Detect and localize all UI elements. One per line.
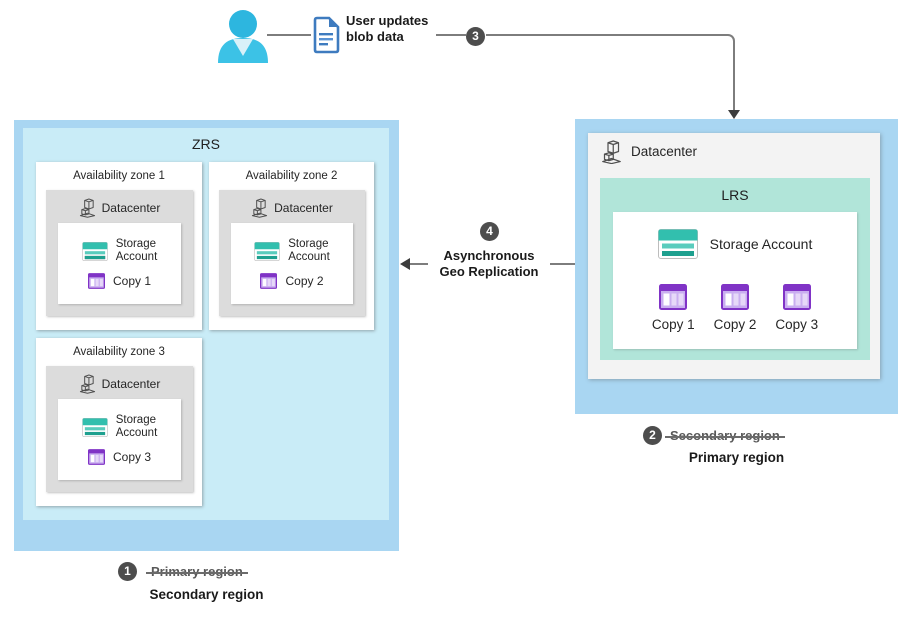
zone-2-storage-label: Storage Account bbox=[288, 238, 330, 263]
lrs-copy-2-label: Copy 2 bbox=[713, 317, 757, 332]
storage-account-icon bbox=[82, 417, 108, 437]
copy-icon bbox=[782, 284, 811, 310]
geo-arrow-right-segment bbox=[550, 263, 575, 265]
copy-icon bbox=[659, 284, 688, 310]
step-4-badge: 4 bbox=[480, 222, 499, 241]
availability-zone-1-card: Availability zone 1 Datacenter bbox=[36, 162, 202, 330]
primary-old-region-label: Secondary region bbox=[665, 428, 785, 443]
lrs-copy-3: Copy 3 bbox=[775, 284, 818, 332]
secondary-old-region-label: Primary region bbox=[146, 564, 248, 579]
zone-1-copy-label: Copy 1 bbox=[112, 274, 152, 288]
zone-3-datacenter-box: Datacenter Storage Account bbox=[46, 366, 193, 492]
zone-3-title: Availability zone 3 bbox=[73, 346, 165, 358]
availability-zone-3-card: Availability zone 3 Datacenter bbox=[36, 338, 202, 506]
lrs-copy-1-label: Copy 1 bbox=[651, 317, 695, 332]
step-2-badge: 2 bbox=[643, 426, 662, 445]
availability-zone-2-card: Availability zone 2 Datacenter bbox=[209, 162, 374, 330]
lrs-storage-label: Storage Account bbox=[709, 236, 813, 252]
storage-account-icon bbox=[254, 241, 280, 261]
zone-1-datacenter-box: Datacenter Storage Account bbox=[46, 190, 193, 316]
lrs-inner-panel: Storage Account Copy 1 bbox=[613, 212, 857, 349]
geo-arrow-left-segment bbox=[410, 263, 428, 265]
zone-2-inner-panel: Storage Account Copy 2 bbox=[231, 223, 353, 304]
arrowhead-left-icon bbox=[400, 258, 410, 270]
geo-replication-label: Asynchronous Geo Replication bbox=[439, 248, 539, 279]
datacenter-icon bbox=[252, 198, 268, 218]
connector-user-doc bbox=[267, 34, 311, 36]
connector-step3-to-primary bbox=[486, 34, 735, 112]
zone-3-copy-label: Copy 3 bbox=[112, 450, 152, 464]
datacenter-icon bbox=[602, 140, 621, 164]
zone-1-storage-label: Storage Account bbox=[115, 238, 158, 263]
zone-1-datacenter-label: Datacenter bbox=[101, 200, 161, 215]
connector-label-step3 bbox=[436, 34, 466, 36]
zone-3-storage-label: Storage Account bbox=[115, 414, 158, 439]
zone-2-datacenter-box: Datacenter Storage Account bbox=[219, 190, 365, 316]
zone-2-copy-label: Copy 2 bbox=[285, 274, 324, 288]
datacenter-icon bbox=[79, 374, 95, 394]
storage-account-icon bbox=[82, 241, 108, 261]
zone-1-inner-panel: Storage Account Copy 1 bbox=[58, 223, 181, 304]
primary-datacenter-label: Datacenter bbox=[631, 144, 698, 159]
document-icon bbox=[313, 16, 340, 54]
step-3-badge: 3 bbox=[466, 27, 485, 46]
zone-3-inner-panel: Storage Account Copy 3 bbox=[58, 399, 181, 480]
zone-3-datacenter-label: Datacenter bbox=[101, 376, 161, 391]
arrowhead-down-icon bbox=[728, 110, 740, 119]
zone-2-title: Availability zone 2 bbox=[245, 170, 338, 182]
copy-icon bbox=[87, 449, 105, 465]
copy-icon bbox=[87, 273, 105, 289]
zrs-title: ZRS bbox=[192, 136, 220, 152]
storage-account-icon bbox=[657, 229, 698, 259]
lrs-title: LRS bbox=[721, 187, 749, 203]
user-action-label: User updates blob data bbox=[346, 13, 429, 44]
secondary-new-region-label: Secondary region bbox=[149, 587, 264, 602]
lrs-copy-2: Copy 2 bbox=[713, 284, 757, 332]
copy-icon bbox=[721, 284, 749, 310]
lrs-copy-1: Copy 1 bbox=[652, 284, 695, 332]
primary-new-region-label: Primary region bbox=[688, 450, 785, 465]
zone-2-datacenter-label: Datacenter bbox=[274, 200, 333, 215]
step-1-badge: 1 bbox=[118, 562, 137, 581]
datacenter-icon bbox=[79, 198, 95, 218]
copy-icon bbox=[260, 273, 278, 289]
lrs-copy-3-label: Copy 3 bbox=[775, 317, 819, 332]
zone-1-title: Availability zone 1 bbox=[73, 170, 165, 182]
user-icon bbox=[218, 10, 268, 63]
